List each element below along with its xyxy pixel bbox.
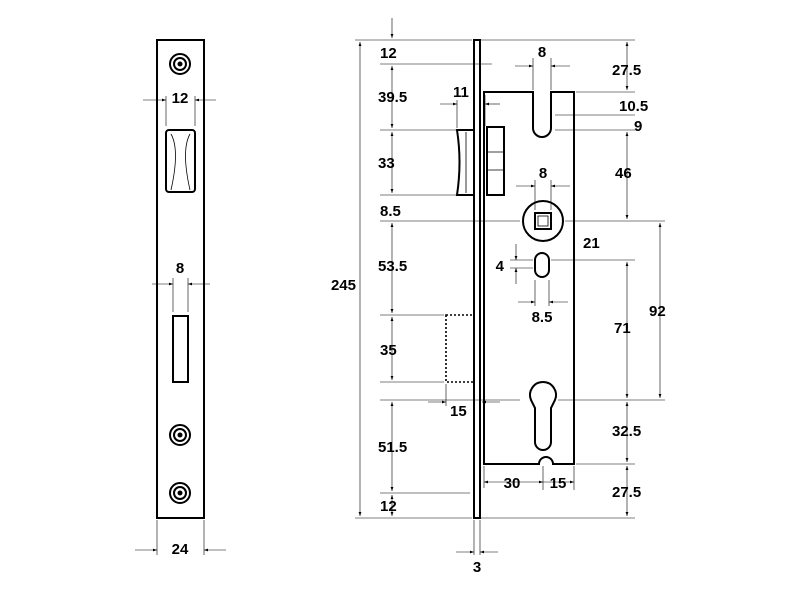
dimension-label: 3 — [473, 559, 481, 576]
dimension-label: 35 — [380, 342, 397, 359]
dimension-label: 10.5 — [619, 98, 648, 115]
dimension-label: 4 — [496, 258, 505, 275]
latch-bolt — [455, 129, 475, 196]
dimension-label: 27.5 — [612, 62, 641, 79]
faceplate-front-view: 12 8 24 — [135, 39, 226, 558]
latch-housing — [486, 126, 505, 196]
dimension-label: 46 — [615, 165, 632, 182]
dimension-label: 39.5 — [378, 89, 407, 106]
dimension-label: 33 — [378, 155, 395, 172]
screw-hole-icon — [169, 53, 191, 75]
dimension-label: 32.5 — [612, 423, 641, 440]
lock-body-side-view: 245 12 39.5 33 8.5 53.5 35 51.5 12 11 15 — [331, 18, 666, 576]
dimension-label: 9 — [634, 118, 642, 135]
dimension-label: 92 — [649, 303, 666, 320]
latch-curve — [170, 133, 191, 191]
dimension-label: 8.5 — [532, 309, 553, 326]
screw-hole-icon — [169, 424, 191, 446]
dimension-label: 15 — [550, 475, 567, 492]
dimension-label: 11 — [453, 84, 469, 101]
follower-spindle-icon — [522, 200, 564, 242]
dimension-label: 71 — [614, 320, 631, 337]
lock-case-outline — [483, 91, 575, 465]
deadbolt-retracted — [445, 314, 475, 383]
cylinder-cutout — [529, 381, 557, 451]
dimension-label: 8 — [176, 260, 184, 277]
bolt-opening — [172, 315, 189, 383]
dimension-label: 53.5 — [378, 258, 407, 275]
latch-opening — [165, 129, 196, 193]
dimension-label: 24 — [172, 541, 189, 558]
dimension-label: 8 — [538, 44, 546, 61]
dimension-label: 12 — [172, 90, 189, 107]
screw-hole-icon — [169, 482, 191, 504]
dimension-label: 245 — [331, 277, 356, 294]
dimension-label: 21 — [583, 235, 600, 252]
dimension-label: 8 — [539, 165, 547, 182]
dimension-label: 27.5 — [612, 484, 641, 501]
faceplate-outline — [156, 39, 205, 519]
dimension-label: 12 — [380, 45, 397, 62]
dimension-label: 12 — [380, 498, 397, 515]
faceplate-edge — [473, 39, 481, 519]
oval-hole — [534, 252, 550, 278]
dimension-label: 30 — [504, 475, 521, 492]
dimension-label: 15 — [450, 403, 467, 420]
dimension-label: 8.5 — [380, 203, 401, 220]
dimension-label: 51.5 — [378, 439, 407, 456]
